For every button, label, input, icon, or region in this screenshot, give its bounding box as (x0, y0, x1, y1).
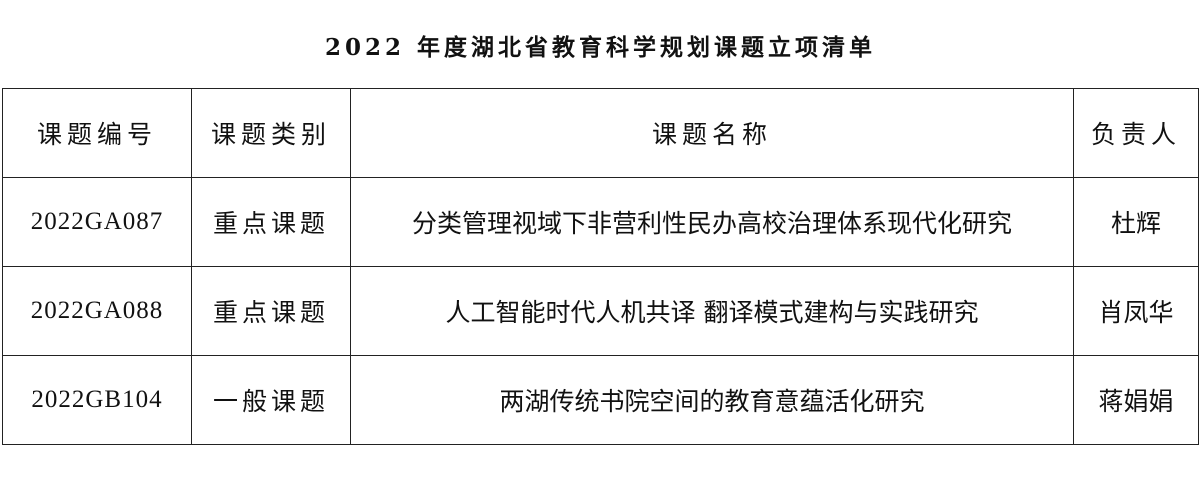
project-leader: 杜辉 (1073, 177, 1199, 267)
table-header-row: 课题编号 课题类别 课题名称 负责人 (2, 88, 1199, 178)
project-category: 重点课题 (191, 177, 351, 267)
table-row: 2022GA088 重点课题 人工智能时代人机共译 翻译模式建构与实践研究 肖凤… (2, 266, 1199, 356)
project-name: 两湖传统书院空间的教育意蕴活化研究 (350, 355, 1074, 445)
header-category: 课题类别 (191, 88, 351, 178)
project-leader: 肖凤华 (1073, 266, 1199, 356)
document-title: 2022 年度湖北省教育科学规划课题立项清单 (324, 34, 877, 61)
table-row: 2022GA087 重点课题 分类管理视域下非营利性民办高校治理体系现代化研究 … (2, 177, 1199, 267)
header-code: 课题编号 (2, 88, 192, 178)
project-name: 人工智能时代人机共译 翻译模式建构与实践研究 (350, 266, 1074, 356)
project-code: 2022GA088 (2, 266, 192, 356)
project-leader: 蒋娟娟 (1073, 355, 1199, 445)
project-category: 一般课题 (191, 355, 351, 445)
project-name: 分类管理视域下非营利性民办高校治理体系现代化研究 (350, 177, 1074, 267)
project-code: 2022GA087 (2, 177, 192, 267)
project-code: 2022GB104 (2, 355, 192, 445)
header-leader: 负责人 (1073, 88, 1199, 178)
project-category: 重点课题 (191, 266, 351, 356)
project-table: 课题编号 课题类别 课题名称 负责人 2022GA087 重点课题 分类管理视域… (2, 88, 1199, 445)
table-row: 2022GB104 一般课题 两湖传统书院空间的教育意蕴活化研究 蒋娟娟 (2, 355, 1199, 445)
header-name: 课题名称 (350, 88, 1074, 178)
